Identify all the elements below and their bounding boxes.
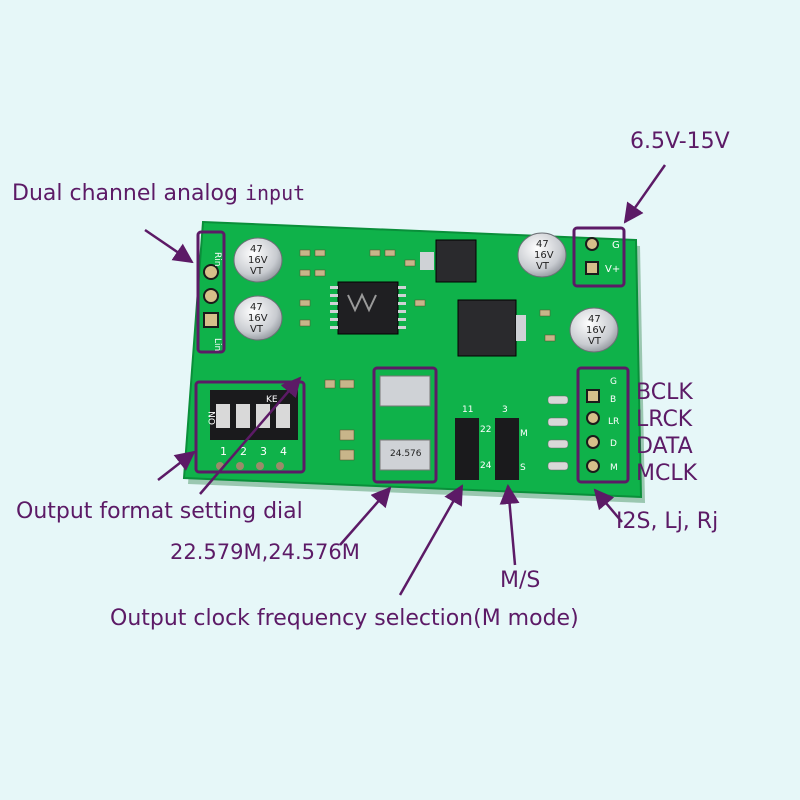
annotation-arrows <box>144 164 667 596</box>
arrow-ms <box>499 484 520 566</box>
jumper-label-m: M <box>520 429 528 439</box>
out-d: D <box>610 439 617 449</box>
cap-voltage: 16V <box>586 325 606 336</box>
jumper-label-11: 11 <box>462 405 473 415</box>
cap-value: 47 <box>250 244 263 255</box>
capacitor-c5: 47 16V VT <box>233 295 283 341</box>
label-mclk: MCLK <box>636 461 698 486</box>
arrow-i2s <box>593 488 623 523</box>
out-m: M <box>610 463 618 473</box>
cap-series: VT <box>250 324 264 335</box>
label-ms: M/S <box>500 568 541 593</box>
regulator-vr1 <box>457 299 526 357</box>
label-i2s-modes: I2S, Lj, Rj <box>616 509 719 534</box>
arrow-dial-2 <box>199 376 302 495</box>
output-header: G B LR D M <box>576 366 630 484</box>
label-frequencies: 22.579M,24.576M <box>170 540 360 564</box>
inductors <box>324 379 355 461</box>
out-g: G <box>610 377 617 387</box>
cap-value: 47 <box>588 314 601 325</box>
cap-series: VT <box>536 261 550 272</box>
dip-number-4: 4 <box>280 445 287 458</box>
label-on: ON <box>208 411 218 425</box>
smd-components <box>299 249 556 342</box>
capacitor-c10: 47 16V VT <box>517 232 567 278</box>
cap-series: VT <box>250 266 264 277</box>
label-analog-input-mono: input <box>244 181 306 205</box>
power-header: G V+ <box>572 226 626 288</box>
label-clock-selection: Output clock frequency selection(M mode) <box>110 606 579 631</box>
crystal-freq: 24.576 <box>390 449 422 459</box>
cap-value: 47 <box>536 239 549 250</box>
label-ke: KE <box>266 395 278 405</box>
capacitor-c6: 47 16V VT <box>233 237 283 283</box>
jumper-label-s: S <box>520 463 526 473</box>
cap-voltage: 16V <box>248 313 268 324</box>
crystals: 24.576 <box>372 366 438 484</box>
resistors <box>547 395 569 471</box>
capacitor-c9: 47 16V VT <box>569 307 619 353</box>
cap-series: VT <box>588 336 602 347</box>
label-bclk: BCLK <box>636 380 693 405</box>
arrow-crystal <box>339 486 392 546</box>
arrow-dial <box>157 450 196 481</box>
dip-number-3: 3 <box>260 445 267 458</box>
dip-number-1: 1 <box>220 445 227 458</box>
label-vplus: V+ <box>605 264 620 275</box>
arrow-clock <box>398 484 464 596</box>
arrow-input <box>144 228 194 264</box>
jumper-clock: 11 22 24 <box>455 405 492 480</box>
label-data: DATA <box>636 434 693 459</box>
cap-voltage: 16V <box>534 250 554 261</box>
jumper-label-3: 3 <box>502 405 508 415</box>
regulator-vr2 <box>420 239 477 283</box>
jumper-label-22: 22 <box>480 425 491 435</box>
adc-chip <box>330 281 406 335</box>
label-voltage: 6.5V-15V <box>630 129 730 154</box>
label-rin: Rin <box>212 252 222 266</box>
cap-value: 47 <box>250 302 263 313</box>
arrow-power <box>623 164 667 224</box>
input-header: Rin Lin <box>196 230 226 354</box>
jumper-ms: 3 M S <box>495 405 528 480</box>
jumper-label-24: 24 <box>480 461 492 471</box>
out-lr: LR <box>608 417 619 427</box>
label-lin: Lin <box>212 338 222 351</box>
label-format-dial: Output format setting dial <box>16 499 303 524</box>
label-lrck: LRCK <box>636 407 693 432</box>
out-b: B <box>610 395 616 405</box>
label-analog-input-text: Dual channel analog <box>12 181 238 206</box>
label-analog-input: Dual channel analog input <box>12 183 305 205</box>
pcb-board <box>182 220 643 499</box>
label-g: G <box>612 240 620 251</box>
dip-number-2: 2 <box>240 445 247 458</box>
cap-voltage: 16V <box>248 255 268 266</box>
